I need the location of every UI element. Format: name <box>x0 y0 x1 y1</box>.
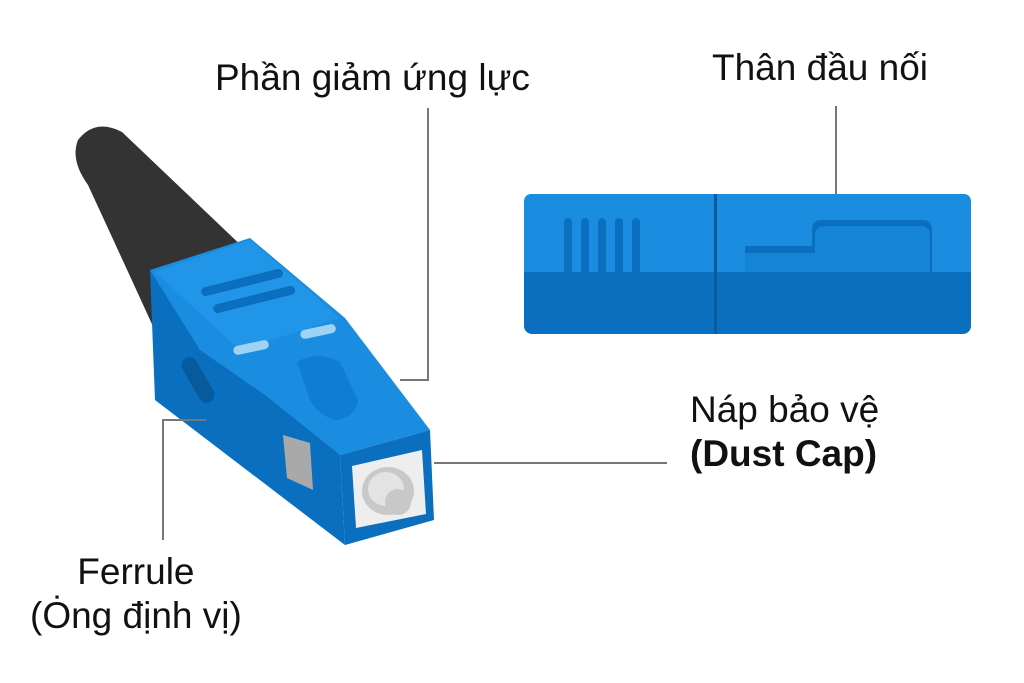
label-ferrule: Ferrule (Ȯng định vị) <box>30 550 242 638</box>
sc-connector <box>150 238 434 545</box>
label-strain-relief: Phần giảm ứng lực <box>215 56 530 100</box>
label-ferrule-text: Ferrule <box>77 551 195 592</box>
label-ferrule-vietnamese: (Ȯng định vị) <box>30 595 242 636</box>
label-dust-cap-text: Náp bảo vệ <box>690 389 880 430</box>
leader-ferrule <box>162 419 206 540</box>
connector-body-side-view <box>524 194 971 334</box>
leader-lines <box>162 106 837 540</box>
leader-strain-relief <box>400 108 429 381</box>
label-dust-cap: Náp bảo vệ (Dust Cap) <box>690 388 879 476</box>
label-connector-body-text: Thân đầu nối <box>712 47 929 88</box>
label-connector-body: Thân đầu nối <box>712 46 928 90</box>
label-strain-relief-text: Phần giảm ứng lực <box>215 57 530 98</box>
label-dust-cap-english: (Dust Cap) <box>690 433 878 474</box>
